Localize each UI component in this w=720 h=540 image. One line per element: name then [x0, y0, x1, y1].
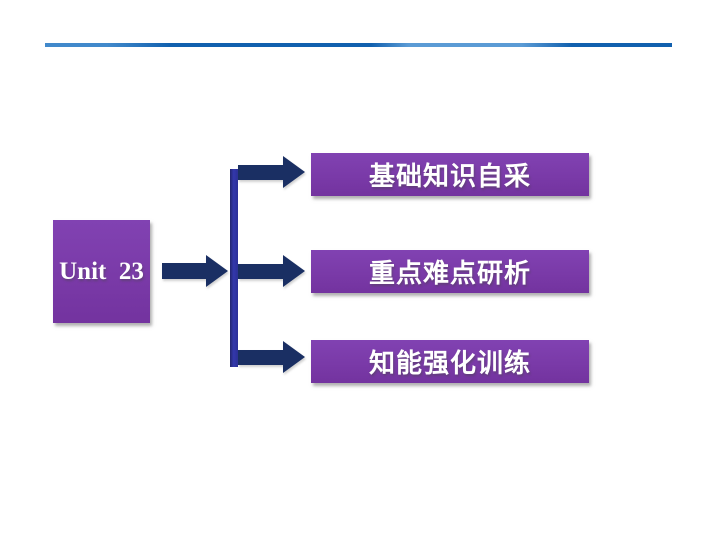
branch-node-1: 基础知识自采	[311, 153, 589, 196]
branch-node-3: 知能强化训练	[311, 340, 589, 383]
branch-node-3-label: 知能强化训练	[368, 348, 531, 378]
root-arrow-head	[206, 255, 228, 287]
root-node-unit: Unit 23	[53, 220, 150, 323]
branch-arrow-3-head	[283, 341, 305, 373]
branch-arrow-2-shaft	[238, 263, 283, 279]
branch-arrow-3-shaft	[238, 349, 283, 365]
branch-arrow-1-shaft	[238, 164, 283, 180]
branch-node-2: 重点难点研析	[311, 250, 589, 293]
branch-arrow-1-head	[283, 156, 305, 188]
branch-node-1-label: 基础知识自采	[368, 161, 531, 191]
branch-arrow-3	[238, 341, 305, 373]
branch-node-2-label: 重点难点研析	[368, 258, 531, 288]
root-arrow-shaft	[162, 263, 206, 279]
branch-connector-bar	[230, 169, 238, 367]
root-arrow	[162, 255, 228, 287]
branch-arrow-2	[238, 255, 305, 287]
branch-arrow-1	[238, 156, 305, 188]
branch-arrow-2-head	[283, 255, 305, 287]
root-node-label: Unit 23	[59, 257, 144, 285]
top-divider-line	[45, 43, 672, 47]
